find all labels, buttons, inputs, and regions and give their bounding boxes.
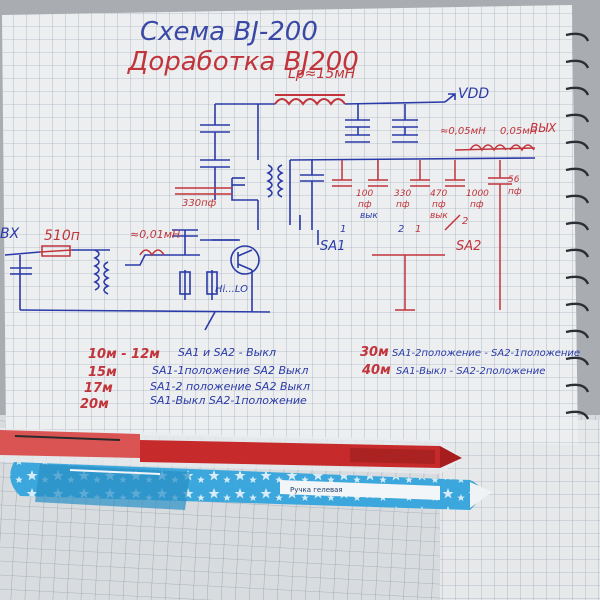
top-inductor [274, 94, 346, 106]
pen-label: Ручка гелевая [290, 486, 343, 494]
note-band: 17м [84, 381, 113, 396]
note-setting: SA1-1положение SA2 Выкл [152, 364, 308, 377]
note-band: 20м [80, 397, 109, 412]
schematic-blue [4, 101, 536, 331]
subtitle: Доработка BJ200 [127, 47, 359, 77]
schematic-red [39, 144, 536, 311]
pos-2-a: 2 [398, 224, 404, 235]
vdd-label: VDD [458, 86, 489, 102]
note-setting: SA1-Выкл - SA2-2положение [396, 366, 545, 377]
note-setting: SA1-2 положение SA2 Выкл [150, 380, 310, 393]
output-choke-1-label: ≈0,05мН [440, 126, 486, 137]
bank-cap-100: 100 [356, 189, 373, 199]
note-band: 40м [361, 363, 391, 378]
note-setting: SA1-2положение - SA2-1положение [392, 348, 580, 359]
pos-1-b: 1 [415, 224, 421, 235]
resistor-label: 510п [44, 228, 80, 244]
pos-1-a: 1 [340, 224, 346, 235]
sa1-label: SA1 [320, 239, 345, 254]
input-label: ВХ [0, 226, 20, 242]
spiral-binding [565, 32, 590, 420]
note-setting: SA1 и SA2 - Выкл [178, 346, 276, 359]
cap-330-label: 330пф [182, 198, 217, 209]
note-band: 15м [88, 365, 117, 380]
bank-unit-2: пф [396, 200, 410, 210]
choke-label: ≈0,01мН [130, 228, 180, 241]
blue-pen: Ручка гелевая [10, 462, 492, 510]
bank-cap-1000: 1000 [466, 189, 489, 199]
transistor-label: Hi...LO [215, 284, 248, 295]
pos-2-b: 2 [462, 216, 468, 227]
bank-unit-1: пф [358, 200, 372, 210]
bank-cap-330: 330 [394, 189, 411, 199]
off-label-2: вык [430, 211, 448, 221]
out-cap-label: 56 [508, 175, 520, 185]
bank-unit-3: пф [432, 200, 446, 210]
note-band: 10м - 12м [88, 347, 160, 362]
bank-unit-4: пф [470, 200, 484, 210]
red-pen [0, 428, 462, 474]
sa2-label: SA2 [456, 239, 481, 254]
output-choke-2-label: 0,05мН [500, 126, 538, 137]
output-label: ВЫХ [530, 121, 557, 135]
inductor-label: Lp≈15мН [288, 66, 356, 82]
off-label-1: вык [360, 211, 378, 221]
title: Схема BJ-200 [140, 17, 318, 47]
out-cap-unit: пф [508, 187, 522, 197]
notes-left: 10м - 12м SA1 и SA2 - Выкл 15м SA1-1поло… [80, 346, 310, 412]
lower-grid-sheet [0, 415, 600, 600]
note-setting: SA1-Выкл SA2-1положение [150, 394, 307, 407]
bank-cap-470: 470 [430, 189, 447, 199]
note-band: 30м [360, 345, 389, 360]
notes-right: 30м SA1-2положение - SA2-1положение 40м … [360, 345, 580, 378]
vdd-arrow [444, 93, 456, 103]
